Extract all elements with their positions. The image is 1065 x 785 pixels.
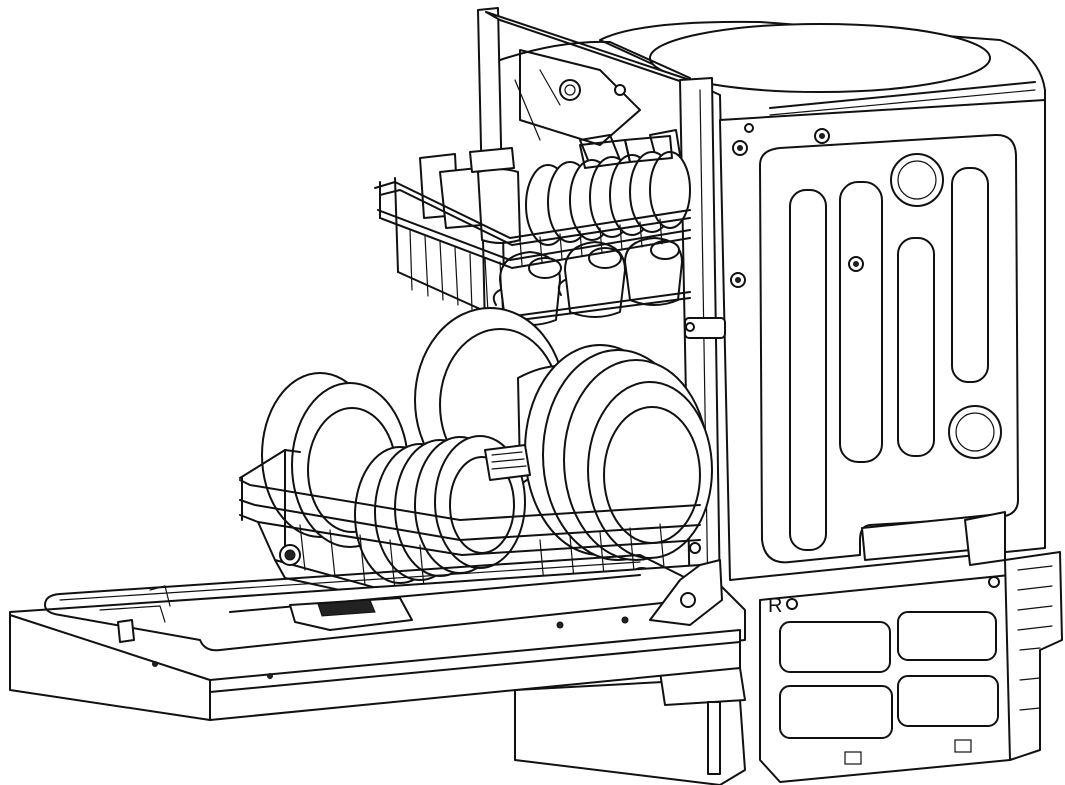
base-panel: R [514,551,1063,785]
lower-rack [239,307,713,615]
upper-port-icon [890,153,944,207]
side-marker-label: R [768,595,782,617]
open-door [9,542,746,721]
upper-rack [374,135,691,326]
rack-wheel-4 [279,544,301,566]
dishwasher-tub [599,20,1046,581]
side-rib-4 [951,167,989,383]
side-rib-1 [789,189,827,551]
side-rib-2 [839,181,883,463]
side-rib-3 [897,237,935,457]
lower-port-icon [948,405,1002,459]
door-latch [117,619,135,643]
